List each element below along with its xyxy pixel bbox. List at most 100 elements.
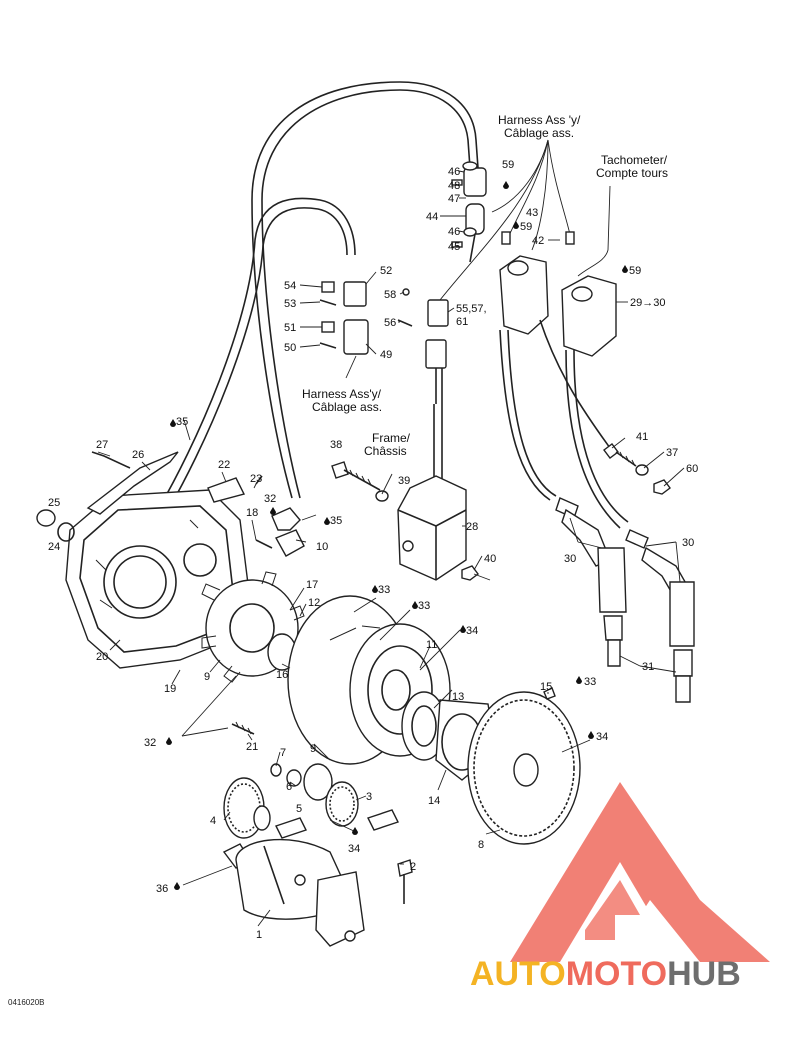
callout-41: 41 [636, 431, 648, 443]
label-harness-mid-2: Câblage ass. [312, 400, 382, 414]
drawing-reference-code: 0416020B [8, 998, 45, 1007]
watermark-auto: AUTO [470, 955, 566, 993]
callout-38: 38 [330, 439, 342, 451]
callout-12: 12 [308, 597, 320, 609]
callout-30a: 30 [564, 553, 576, 565]
callout-1: 1 [256, 929, 262, 941]
callout-23: 23 [250, 473, 262, 485]
callout-13: 13 [452, 691, 464, 703]
watermark-hub: HUB [667, 955, 741, 993]
callout-15: 15 [540, 681, 552, 693]
ring-gear-8 [467, 687, 581, 845]
callout-7: 7 [280, 747, 286, 759]
callout-11: 11 [426, 639, 437, 651]
callout-17: 17 [306, 579, 318, 591]
watermark-logo-icon [510, 782, 770, 962]
callout-27: 27 [96, 439, 108, 451]
callout-2: 2 [410, 861, 416, 873]
callout-53: 53 [284, 298, 296, 310]
connector-group-44-48 [451, 161, 487, 263]
hardware-41-37-60 [603, 443, 671, 495]
callout-48: 48 [448, 180, 460, 192]
callout-28: 28 [466, 521, 478, 533]
callout-6: 6 [286, 781, 292, 793]
callout-8: 8 [478, 839, 484, 851]
callout-33c: 33 [584, 676, 596, 688]
starter-motor-1 [222, 838, 413, 947]
connector-group-55-58 [397, 288, 449, 404]
callout-leaders [97, 170, 685, 927]
electronic-module-28 [397, 404, 467, 581]
callout-34c: 34 [348, 843, 360, 855]
callout-46a: 46 [448, 166, 460, 178]
callout-24: 24 [48, 541, 60, 553]
callout-40: 40 [484, 553, 496, 565]
callout-26: 26 [132, 449, 144, 461]
gear-train [223, 763, 399, 839]
label-harness-top-1: Harness Ass 'y/ [498, 113, 581, 127]
label-harness-top-2: Câblage ass. [504, 126, 574, 140]
callout-35a: 35 [176, 416, 188, 428]
connector-group-49-54 [319, 281, 369, 355]
callout-34b: 34 [596, 731, 608, 743]
callout-33b: 33 [418, 600, 430, 612]
callout-29: 29→30 [630, 297, 665, 309]
callout-58: 58 [384, 289, 396, 301]
callout-59c: 59 [629, 265, 641, 277]
ignition-coils [499, 255, 629, 529]
label-frame-2: Châssis [364, 444, 407, 458]
callout-30b: 30 [682, 537, 694, 549]
label-frame-1: Frame/ [372, 431, 411, 445]
callout-32b: 32 [144, 737, 156, 749]
callout-9a: 9 [204, 671, 210, 683]
callout-3: 3 [366, 791, 372, 803]
callout-59a: 59 [502, 159, 514, 171]
callout-36: 36 [156, 883, 168, 895]
callout-35b: 35 [330, 515, 342, 527]
callout-10: 10 [316, 541, 328, 553]
spark-plug-wires [555, 497, 695, 703]
label-tachometer-2: Compte tours [596, 166, 668, 180]
callout-43: 43 [526, 207, 538, 219]
callout-16: 16 [276, 669, 288, 681]
callout-34a: 34 [466, 625, 478, 637]
callout-19: 19 [164, 683, 176, 695]
callout-59b: 59 [520, 221, 532, 233]
callout-46b: 46 [448, 226, 460, 238]
watermark-moto: MOTO [565, 955, 668, 993]
callout-5: 5 [296, 803, 302, 815]
callout-47: 47 [448, 193, 460, 205]
callout-22: 22 [218, 459, 230, 471]
callout-56: 56 [384, 317, 396, 329]
harness-loop-cable [151, 81, 479, 525]
watermark-wordmark: AUTOMOTOHUB [470, 954, 792, 994]
harness-fanout [439, 139, 611, 301]
crankcase-housing [36, 451, 273, 669]
callout-21: 21 [246, 741, 258, 753]
callout-54: 54 [284, 280, 296, 292]
callout-45: 45 [448, 241, 460, 253]
callout-31: 31 [642, 661, 654, 673]
callout-55: 55,57, [456, 303, 487, 315]
callout-49: 49 [380, 349, 392, 361]
callout-37: 37 [666, 447, 678, 459]
callout-32a: 32 [264, 493, 276, 505]
callout-25: 25 [48, 497, 60, 509]
adhesive-drop-icons [166, 181, 628, 890]
callout-9b: 9 [310, 743, 316, 755]
callout-42: 42 [532, 235, 544, 247]
callout-numbers: 59 46 48 47 44 46 45 43 59 42 59 29→30 5… [48, 159, 698, 941]
label-harness-mid-1: Harness Ass'y/ [302, 387, 382, 401]
callout-60: 60 [686, 463, 698, 475]
callout-18: 18 [246, 507, 258, 519]
callout-20: 20 [96, 651, 108, 663]
callout-61: 61 [456, 316, 468, 328]
callout-4: 4 [210, 815, 216, 827]
callout-50: 50 [284, 342, 296, 354]
callout-51: 51 [284, 322, 296, 334]
callout-33a: 33 [378, 584, 390, 596]
descriptive-labels: Harness Ass 'y/ Câblage ass. Tachometer/… [302, 113, 668, 458]
callout-14: 14 [428, 795, 440, 807]
callout-44: 44 [426, 211, 438, 223]
